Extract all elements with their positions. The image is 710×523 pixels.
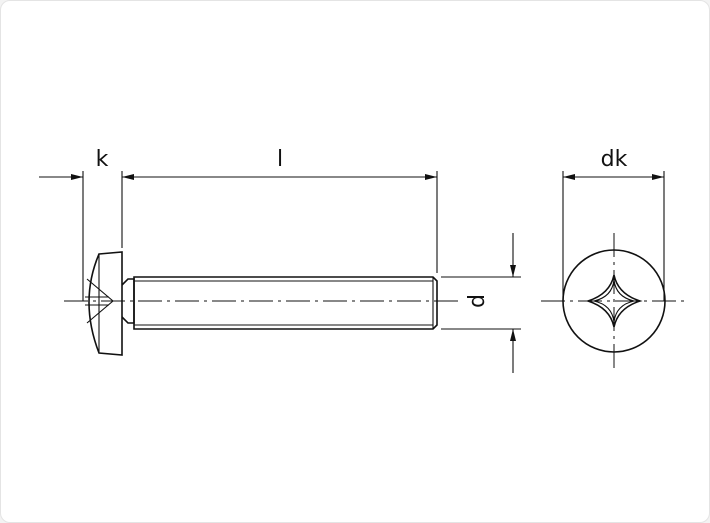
dimension-l: l <box>122 147 438 273</box>
dimension-k: k <box>39 147 123 301</box>
label-d: d <box>465 294 490 308</box>
label-dk: dk <box>601 147 628 172</box>
screw-shank <box>121 276 438 330</box>
phillips-recess <box>585 274 643 328</box>
screw-head-top <box>541 233 687 373</box>
label-l: l <box>277 147 283 172</box>
label-k: k <box>96 147 109 172</box>
dimension-d: d <box>441 233 521 373</box>
screw-head-side <box>85 251 123 356</box>
dimension-dk: dk <box>562 147 665 301</box>
